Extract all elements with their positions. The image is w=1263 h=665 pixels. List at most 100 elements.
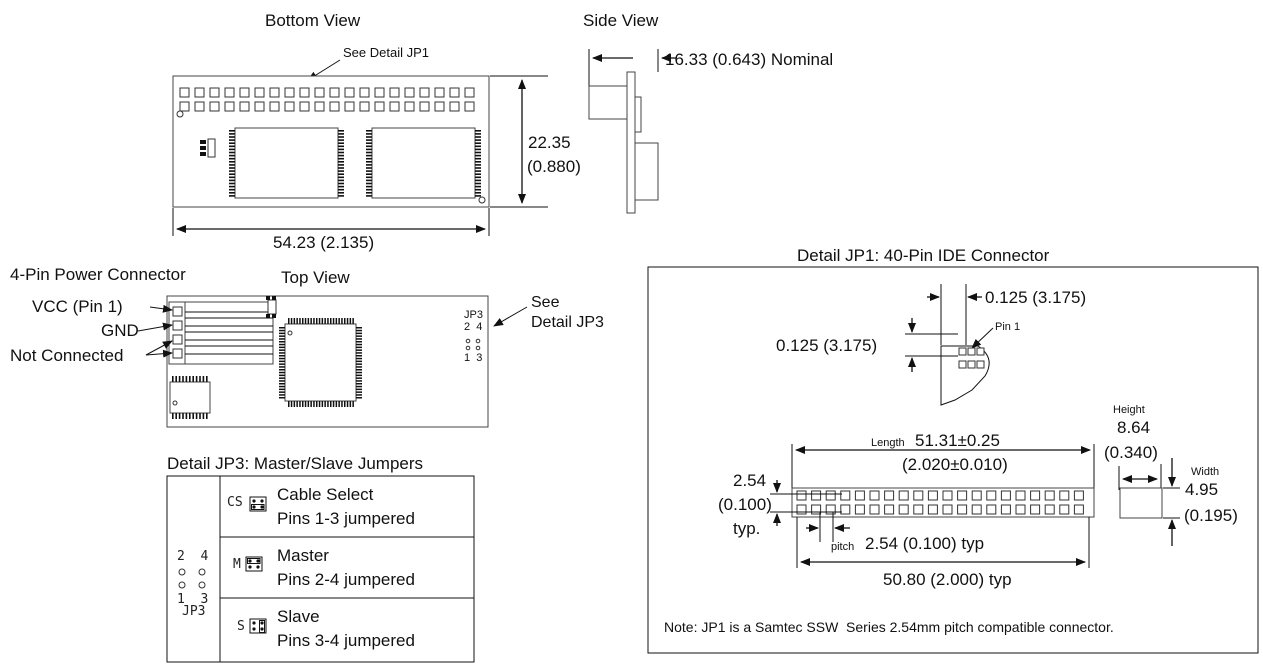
pin xyxy=(854,504,865,515)
pin xyxy=(284,87,295,98)
pin xyxy=(239,87,250,98)
pin xyxy=(971,490,982,501)
jp3-board-label: JP3 xyxy=(464,309,483,321)
pin-spacing-vertical: 0.125 (3.175) xyxy=(776,336,877,355)
pin xyxy=(389,101,400,112)
pin xyxy=(304,318,307,324)
mounting-hole xyxy=(176,110,184,118)
pin xyxy=(202,376,205,382)
pin xyxy=(279,329,285,332)
jumper-name: Cable Select xyxy=(277,485,374,504)
pin xyxy=(338,139,344,141)
pin xyxy=(475,142,481,144)
pin xyxy=(927,490,938,501)
pin xyxy=(913,490,924,501)
pin xyxy=(986,504,997,515)
pin xyxy=(356,369,362,371)
width-mm: 4.95 xyxy=(1185,480,1218,499)
pin xyxy=(310,318,312,324)
pin xyxy=(327,318,329,324)
pin xyxy=(229,182,235,185)
pin xyxy=(346,401,349,407)
pin xyxy=(475,157,481,160)
row-gap-typ: typ. xyxy=(733,519,760,538)
pin xyxy=(229,154,235,157)
pin xyxy=(356,327,362,329)
jp3-detail-title: Detail JP3: Master/Slave Jumpers xyxy=(167,454,423,473)
pin xyxy=(307,401,310,407)
pin xyxy=(304,401,307,407)
pin xyxy=(279,360,285,363)
pin xyxy=(338,151,344,154)
pin xyxy=(475,136,481,138)
pin xyxy=(927,504,938,515)
callout-arrow xyxy=(493,306,528,327)
pin xyxy=(178,376,181,382)
pin xyxy=(254,101,265,112)
jp1-detail: Detail JP1: 40-Pin IDE Connector 0.125 (… xyxy=(647,246,1259,654)
pin xyxy=(199,413,201,419)
pin xyxy=(1000,504,1011,515)
pin-spacing-horizontal: 0.125 (3.175) xyxy=(985,288,1086,307)
pin xyxy=(284,101,295,112)
pin-gnd-label: GND xyxy=(101,321,139,340)
pin xyxy=(314,87,325,98)
pin xyxy=(475,173,481,175)
pin xyxy=(229,195,235,197)
pin xyxy=(329,101,340,112)
pin xyxy=(957,504,968,515)
width-label: Width xyxy=(1191,466,1219,478)
pin xyxy=(366,157,372,160)
pin xyxy=(419,101,430,112)
pin xyxy=(1030,490,1041,501)
pin xyxy=(356,363,362,365)
jp3-detail: Detail JP3: Master/Slave Jumpers 2 4 1 3… xyxy=(166,454,475,663)
pin xyxy=(279,355,285,357)
memory-chip-right xyxy=(371,127,476,199)
power-connector xyxy=(168,301,274,365)
pin xyxy=(195,376,198,382)
pin xyxy=(356,335,362,337)
pin xyxy=(229,148,235,151)
side-power-connector xyxy=(634,142,659,201)
pin xyxy=(229,136,235,138)
pin-nc-label: Not Connected xyxy=(10,346,123,365)
pin xyxy=(279,385,285,388)
pin xyxy=(338,142,344,144)
pin xyxy=(344,401,346,407)
side-chip xyxy=(634,96,642,133)
height-in: (0.340) xyxy=(1104,443,1158,462)
pin xyxy=(172,413,174,419)
pin xyxy=(404,101,415,112)
pin xyxy=(338,176,344,179)
pin xyxy=(366,185,372,188)
width-in: (0.195) xyxy=(1184,506,1238,525)
pin xyxy=(302,318,304,324)
side-pcb xyxy=(626,71,636,214)
controller-chip xyxy=(279,318,362,407)
pin xyxy=(279,341,285,343)
pin xyxy=(366,136,372,138)
jp3-pin xyxy=(475,338,481,344)
pin xyxy=(356,332,362,335)
jp3-legend-top: 2 4 xyxy=(177,549,208,564)
pin xyxy=(279,388,285,391)
pin xyxy=(229,151,235,154)
jp3-pin xyxy=(465,345,471,351)
pin xyxy=(185,413,188,419)
connector-corner-detail xyxy=(940,345,990,406)
pin xyxy=(279,338,285,340)
pin xyxy=(224,101,235,112)
pin xyxy=(302,401,304,407)
jp1-detail-title: Detail JP1: 40-Pin IDE Connector xyxy=(797,246,1050,265)
pin xyxy=(313,401,315,407)
pin xyxy=(338,401,340,407)
jp3-table xyxy=(166,475,475,663)
pin xyxy=(229,130,235,132)
pin xyxy=(366,176,372,179)
pin xyxy=(279,352,285,354)
pin xyxy=(1059,490,1070,501)
pin xyxy=(913,504,924,515)
pin xyxy=(366,170,372,172)
pin xyxy=(330,318,332,324)
